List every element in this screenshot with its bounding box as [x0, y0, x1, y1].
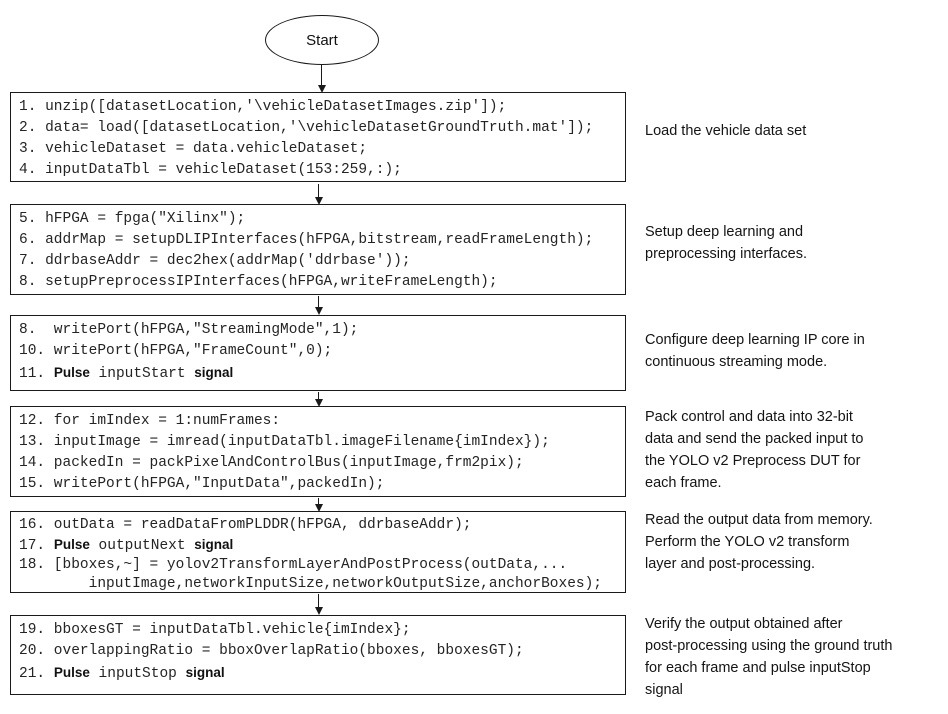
code-line: 12. for imIndex = 1:numFrames: — [19, 411, 623, 432]
code-text: inputStart — [89, 366, 195, 382]
code-text: outputNext — [89, 538, 195, 554]
step-annotation: Pack control and data into 32-bit data a… — [645, 409, 864, 491]
code-keyword-sans: signal — [194, 537, 234, 552]
code-box-verify-output: 19. bboxesGT = inputDataTbl.vehicle{imIn… — [10, 615, 626, 695]
code-line: 16. outData = readDataFromPLDDR(hFPGA, d… — [19, 516, 623, 535]
step-annotation: Configure deep learning IP core in conti… — [645, 332, 865, 370]
flow-arrow — [315, 392, 323, 407]
step-annotation: Read the output data from memory. Perfor… — [645, 512, 873, 572]
code-line: 18. [bboxes,~] = yolov2TransformLayerAnd… — [19, 556, 623, 575]
code-line: 8. setupPreprocessIPInterfaces(hFPGA,wri… — [19, 272, 623, 293]
arrowhead-icon — [315, 399, 323, 407]
code-text: 13. inputImage = imread(inputDataTbl.ima… — [19, 434, 550, 450]
start-label: Start — [306, 31, 338, 49]
arrowhead-icon — [318, 85, 326, 93]
code-line: 1. unzip([datasetLocation,'\vehicleDatas… — [19, 97, 623, 118]
flow-arrow — [318, 65, 326, 93]
code-keyword-sans: signal — [185, 665, 225, 680]
code-text: 15. writePort(hFPGA,"InputData",packedIn… — [19, 476, 385, 492]
start-node: Start — [265, 15, 379, 65]
code-text: 5. hFPGA = fpga("Xilinx"); — [19, 211, 246, 227]
code-box-load-dataset: 1. unzip([datasetLocation,'\vehicleDatas… — [10, 92, 626, 182]
arrowhead-icon — [315, 607, 323, 615]
code-text: 19. bboxesGT = inputDataTbl.vehicle{imIn… — [19, 622, 411, 638]
code-text: 8. setupPreprocessIPInterfaces(hFPGA,wri… — [19, 274, 498, 290]
flow-arrow — [315, 498, 323, 512]
code-box-configure-ip-core: 8. writePort(hFPGA,"StreamingMode",1); 10… — [10, 315, 626, 391]
code-text: 11. — [19, 366, 54, 382]
code-line: 7. ddrbaseAddr = dec2hex(addrMap('ddrbas… — [19, 251, 623, 272]
code-line: inputImage,networkInputSize,networkOutpu… — [19, 575, 623, 594]
step-annotation: Verify the output obtained after post-pr… — [645, 616, 893, 698]
code-line: 15. writePort(hFPGA,"InputData",packedIn… — [19, 474, 623, 495]
code-keyword-sans: Pulse — [53, 365, 90, 380]
flow-arrow — [315, 594, 323, 615]
code-text: 16. outData = readDataFromPLDDR(hFPGA, d… — [19, 517, 472, 533]
code-text: inputStop — [89, 666, 186, 682]
code-line: 5. hFPGA = fpga("Xilinx"); — [19, 209, 623, 230]
code-text: 6. addrMap = setupDLIPInterfaces(hFPGA,b… — [19, 232, 594, 248]
code-text: 8. writePort(hFPGA,"StreamingMode",1); — [19, 322, 359, 338]
code-text: 2. data= load([datasetLocation,'\vehicle… — [19, 120, 594, 136]
code-line: 11. Pulse inputStart signal — [19, 362, 623, 385]
code-line: 10. writePort(hFPGA,"FrameCount",0); — [19, 341, 623, 362]
flow-arrow — [315, 296, 323, 315]
code-text: 1. unzip([datasetLocation,'\vehicleDatas… — [19, 99, 507, 115]
code-line: 8. writePort(hFPGA,"StreamingMode",1); — [19, 320, 623, 341]
code-text: 20. overlappingRatio = bboxOverlapRatio(… — [19, 643, 524, 659]
arrowhead-icon — [315, 197, 323, 205]
code-keyword-sans: Pulse — [53, 665, 90, 680]
step-annotation: Setup deep learning and preprocessing in… — [645, 224, 807, 262]
code-line: 20. overlappingRatio = bboxOverlapRatio(… — [19, 641, 623, 662]
code-text: 21. — [19, 666, 54, 682]
flow-arrow — [315, 184, 323, 205]
code-line: 21. Pulse inputStop signal — [19, 662, 623, 685]
code-text: 18. [bboxes,~] = yolov2TransformLayerAnd… — [19, 557, 568, 573]
code-text: 17. — [19, 538, 54, 554]
code-line: 19. bboxesGT = inputDataTbl.vehicle{imIn… — [19, 620, 623, 641]
code-box-read-and-postprocess: 16. outData = readDataFromPLDDR(hFPGA, d… — [10, 511, 626, 593]
code-keyword-sans: signal — [194, 365, 234, 380]
code-text: 3. vehicleDataset = data.vehicleDataset; — [19, 141, 368, 157]
code-text: 4. inputDataTbl = vehicleDataset(153:259… — [19, 162, 402, 178]
code-line: 4. inputDataTbl = vehicleDataset(153:259… — [19, 160, 623, 181]
code-line: 14. packedIn = packPixelAndControlBus(in… — [19, 453, 623, 474]
code-text: 10. writePort(hFPGA,"FrameCount",0); — [19, 343, 333, 359]
code-line: 6. addrMap = setupDLIPInterfaces(hFPGA,b… — [19, 230, 623, 251]
code-box-setup-interfaces: 5. hFPGA = fpga("Xilinx"); 6. addrMap = s… — [10, 204, 626, 295]
code-text: 12. for imIndex = 1:numFrames: — [19, 413, 281, 429]
arrowhead-icon — [315, 307, 323, 315]
code-keyword-sans: Pulse — [53, 537, 90, 552]
code-text: 14. packedIn = packPixelAndControlBus(in… — [19, 455, 524, 471]
arrowhead-icon — [315, 504, 323, 512]
code-line: 17. Pulse outputNext signal — [19, 535, 623, 556]
code-box-pack-and-send: 12. for imIndex = 1:numFrames: 13. inputI… — [10, 406, 626, 497]
step-annotation: Load the vehicle data set — [645, 123, 807, 139]
code-line: 3. vehicleDataset = data.vehicleDataset; — [19, 139, 623, 160]
code-line: 13. inputImage = imread(inputDataTbl.ima… — [19, 432, 623, 453]
code-line: 2. data= load([datasetLocation,'\vehicle… — [19, 118, 623, 139]
code-text: 7. ddrbaseAddr = dec2hex(addrMap('ddrbas… — [19, 253, 411, 269]
code-text: inputImage,networkInputSize,networkOutpu… — [19, 576, 602, 592]
